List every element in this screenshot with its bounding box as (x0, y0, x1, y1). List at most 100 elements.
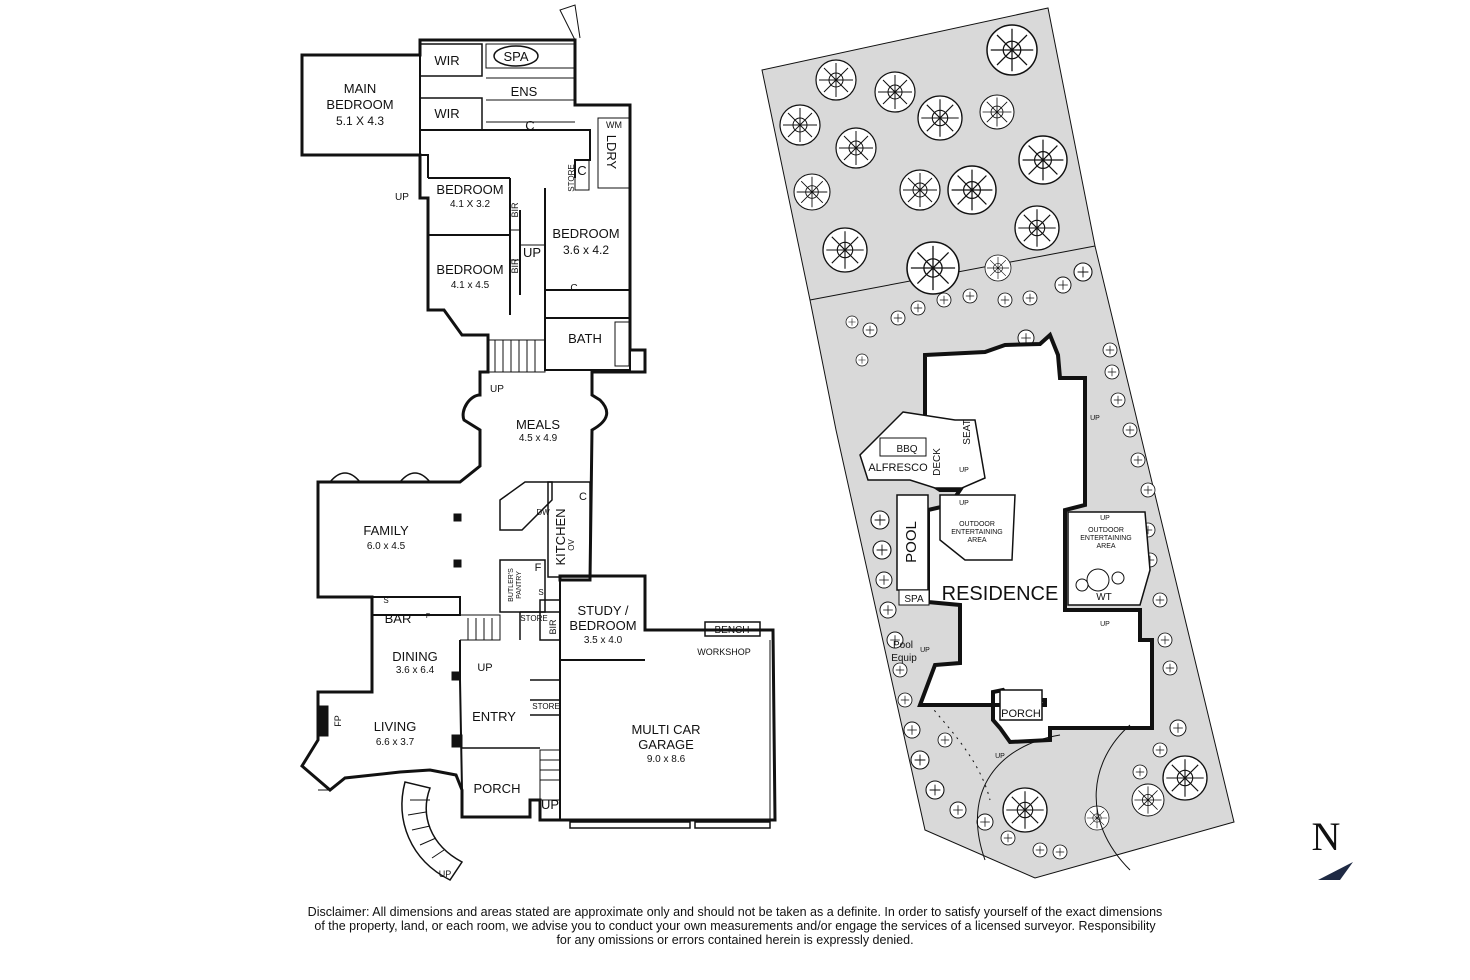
dw-label: DW (536, 508, 550, 517)
outdoor-right-label-3: AREA (1096, 543, 1115, 550)
outdoor-left-label-1: OUTDOOR (959, 521, 995, 528)
study-label: STUDY / (577, 603, 628, 618)
butlers-pantry-label-2: PANTRY (516, 571, 523, 599)
kitchen-label: KITCHEN (553, 508, 568, 565)
workshop-label: WORKSHOP (697, 647, 751, 657)
garage-size: 9.0 x 8.6 (647, 754, 686, 765)
spa-site-label: SPA (904, 594, 924, 605)
up-label: UP (541, 797, 559, 812)
disclaimer-line: Disclaimer: All dimensions and areas sta… (307, 905, 1163, 919)
s-pantry-label: S (538, 588, 543, 597)
wir-label-2: WIR (434, 106, 459, 121)
up-label: UP (477, 662, 492, 674)
living-label: LIVING (374, 719, 417, 734)
curved-stair (401, 781, 464, 881)
main-bedroom-label: MAIN (344, 81, 377, 96)
site-up-label: UP (920, 647, 930, 654)
bbq-label: BBQ (896, 444, 917, 455)
bath-label: BATH (568, 331, 602, 346)
wm-label: WM (606, 120, 622, 130)
bir-study-label: BIR (548, 619, 558, 635)
bedroom-4-size: 4.1 x 4.5 (451, 280, 490, 291)
outdoor-left-label-3: AREA (967, 537, 986, 544)
family-size: 6.0 x 4.5 (367, 541, 406, 552)
family-label: FAMILY (363, 523, 409, 538)
ldry-label: LDRY (604, 135, 619, 170)
spa-site (898, 589, 930, 606)
porch-site (999, 689, 1043, 721)
water-tank (1086, 568, 1110, 592)
residence-label: RESIDENCE (942, 583, 1059, 605)
disclaimer-line: of the property, land, or each room, we … (314, 919, 1156, 933)
s-bar-label: S (383, 596, 388, 605)
driveway (976, 724, 1131, 871)
f-kitchen-label: F (535, 562, 542, 574)
garage-label: MULTI CAR (631, 722, 700, 737)
site-up-label: UP (1090, 415, 1100, 422)
living-size: 6.6 x 3.7 (376, 737, 415, 748)
seat-label: SEAT (962, 419, 973, 444)
c-ens-label: C (525, 118, 534, 133)
bench-label: BENCH (714, 625, 749, 636)
store-upper-label: STORE (567, 164, 576, 191)
bir-label-2: BIR (510, 258, 520, 274)
porch-site-label: PORCH (1001, 708, 1041, 720)
pool-label: POOL (903, 521, 920, 563)
bbq (879, 437, 927, 457)
bedroom-3-label: BEDROOM (552, 226, 619, 241)
outdoor-area-left (939, 494, 1016, 561)
wt-label: WT (1096, 592, 1112, 603)
bedroom-2-label: BEDROOM (436, 182, 503, 197)
dining-label: DINING (392, 649, 438, 664)
up-label: UP (490, 384, 504, 395)
study-label-2: BEDROOM (569, 618, 636, 633)
garage-label-2: GARAGE (638, 737, 694, 752)
ens-label: ENS (511, 84, 538, 99)
store-entry-label: STORE (532, 702, 559, 711)
exterior-walls (300, 38, 777, 822)
alfresco-label: ALFRESCO (868, 462, 928, 474)
site-up-label: UP (959, 467, 969, 474)
site-plan: RESIDENCE POOL SPA Pool Equip BBQ ALFRES… (761, 7, 1235, 879)
meals-size: 4.5 x 4.9 (519, 433, 558, 444)
up-label: UP (395, 192, 409, 203)
porch-label: PORCH (474, 781, 521, 796)
pool-equip-label: Pool (893, 640, 913, 651)
c-upper-label: C (577, 163, 586, 178)
ov-label: OV (567, 539, 576, 551)
site-up-label: UP (1100, 515, 1110, 522)
up-label: UP (523, 245, 541, 260)
north-label: N (1312, 814, 1341, 859)
disclaimer-line: for any omissions or errors contained he… (556, 933, 914, 947)
store-mid-label: STORE (520, 614, 547, 623)
up-label: UP (439, 869, 452, 879)
outdoor-left-label-2: ENTERTAINING (951, 529, 1002, 536)
deck-label: DECK (932, 448, 943, 476)
kitchen-island (499, 481, 553, 531)
dining-size: 3.6 x 6.4 (396, 665, 435, 676)
wir-label-1: WIR (434, 53, 459, 68)
bedroom-2-size: 4.1 X 3.2 (450, 199, 490, 210)
outdoor-right-label-2: ENTERTAINING (1080, 535, 1131, 542)
bedroom-3-size: 3.6 x 4.2 (563, 243, 609, 257)
north-arrow-icon (1318, 862, 1353, 880)
f-bar-label: F (426, 613, 430, 620)
bar-label: BAR (385, 611, 412, 626)
north-arrow: N (1312, 814, 1353, 880)
study-size: 3.5 x 4.0 (584, 635, 623, 646)
site-up-label: UP (1100, 621, 1110, 628)
spa-tub (493, 45, 539, 67)
site-up-label: UP (995, 753, 1005, 760)
main-bedroom-size: 5.1 X 4.3 (336, 114, 384, 128)
main-bedroom-label-2: BEDROOM (326, 97, 393, 112)
bedroom-4-label: BEDROOM (436, 262, 503, 277)
outdoor-right-label-1: OUTDOOR (1088, 527, 1124, 534)
c-kitchen-label: C (579, 491, 587, 503)
meals-label: MEALS (516, 417, 560, 432)
fp-label: FP (333, 715, 343, 727)
disclaimer: Disclaimer: All dimensions and areas sta… (200, 905, 1270, 947)
floor-plan (300, 4, 777, 881)
pool-equip-label-2: Equip (891, 653, 917, 664)
entry-label: ENTRY (472, 709, 516, 724)
